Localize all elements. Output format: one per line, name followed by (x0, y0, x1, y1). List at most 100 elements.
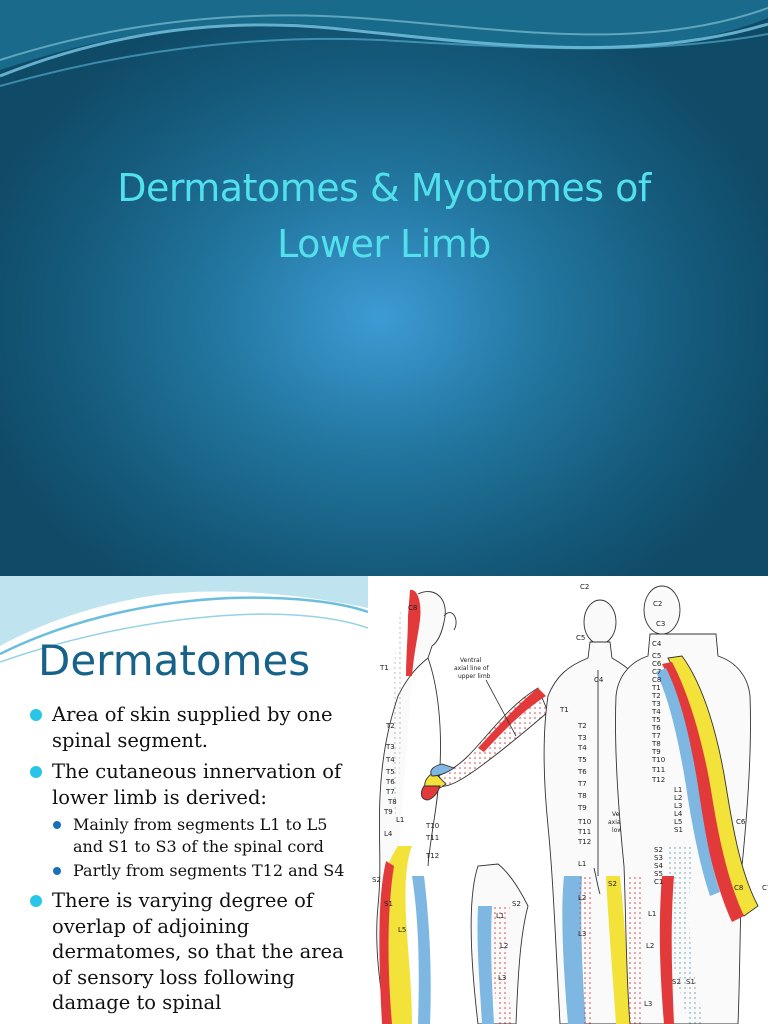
svg-text:L3: L3 (578, 930, 586, 938)
svg-text:C1: C1 (654, 878, 663, 886)
svg-text:T12: T12 (651, 776, 665, 784)
svg-text:T1: T1 (559, 706, 569, 714)
svg-text:T6: T6 (651, 724, 661, 732)
sub-bullet-list: Mainly from segments L1 to L5 and S1 to … (52, 814, 362, 882)
svg-text:T5: T5 (385, 768, 395, 776)
svg-text:T9: T9 (651, 748, 661, 756)
svg-text:T7: T7 (651, 732, 661, 740)
svg-text:S2: S2 (608, 880, 617, 888)
svg-text:T2: T2 (577, 722, 587, 730)
svg-text:L1: L1 (496, 912, 504, 920)
title-slide: Dermatomes & Myotomes of Lower Limb (0, 0, 768, 576)
svg-text:L2: L2 (578, 894, 586, 902)
right-figure (615, 585, 759, 1024)
content-slide: Dermatomes Area of skin supplied by one … (0, 576, 768, 1024)
svg-text:Ventral: Ventral (460, 657, 482, 664)
svg-text:T12: T12 (577, 838, 591, 846)
svg-text:C8: C8 (408, 604, 417, 612)
svg-text:S2: S2 (512, 900, 521, 908)
svg-text:T11: T11 (651, 766, 665, 774)
svg-text:S2: S2 (372, 876, 381, 884)
svg-text:L3: L3 (498, 974, 506, 982)
svg-text:T7: T7 (385, 788, 395, 796)
svg-text:C8: C8 (734, 884, 743, 892)
svg-text:C8: C8 (652, 676, 661, 684)
svg-text:T5: T5 (577, 756, 587, 764)
title-line-2: Lower Limb (277, 222, 491, 266)
svg-text:T4: T4 (385, 756, 395, 764)
bullet-text: Area of skin supplied by one spinal segm… (52, 703, 333, 752)
svg-text:T1: T1 (651, 684, 661, 692)
svg-text:L5: L5 (674, 818, 682, 826)
svg-text:C6: C6 (736, 818, 746, 826)
text-panel: Dermatomes Area of skin supplied by one … (0, 576, 368, 1024)
svg-text:L4: L4 (674, 810, 683, 818)
svg-text:S5: S5 (654, 870, 663, 878)
list-item: Mainly from segments L1 to L5 and S1 to … (52, 814, 362, 858)
bent-legs (470, 863, 529, 1024)
slide-title: Dermatomes & Myotomes of Lower Limb (40, 160, 728, 272)
svg-text:T10: T10 (425, 822, 439, 830)
svg-text:L2: L2 (674, 794, 682, 802)
svg-text:L4: L4 (384, 830, 393, 838)
svg-text:L1: L1 (648, 910, 656, 918)
svg-text:T9: T9 (383, 808, 393, 816)
svg-text:C2: C2 (580, 583, 589, 591)
list-item: The cutaneous innervation of lower limb … (28, 759, 362, 882)
svg-text:T5: T5 (651, 716, 661, 724)
svg-text:T11: T11 (577, 828, 591, 836)
arm (420, 687, 549, 801)
svg-text:L1: L1 (396, 816, 404, 824)
svg-text:T8: T8 (387, 798, 397, 806)
svg-text:T3: T3 (577, 734, 587, 742)
svg-text:T2: T2 (385, 722, 395, 730)
sub-bullet-icon (53, 821, 61, 829)
svg-text:S1: S1 (384, 900, 393, 908)
bullet-icon (30, 895, 42, 907)
svg-text:L3: L3 (644, 1000, 652, 1008)
svg-text:upper limb: upper limb (458, 673, 491, 680)
svg-text:S1: S1 (674, 826, 683, 834)
sub-bullet-text: Partly from segments T12 and S4 (73, 861, 345, 880)
svg-text:axial line of: axial line of (454, 665, 490, 672)
svg-text:T10: T10 (651, 756, 665, 764)
svg-text:S2: S2 (672, 978, 681, 986)
svg-text:T3: T3 (385, 743, 395, 751)
svg-text:S1: S1 (686, 978, 695, 986)
list-item: Area of skin supplied by one spinal segm… (28, 702, 362, 753)
svg-text:T4: T4 (651, 708, 661, 716)
svg-text:L1: L1 (578, 860, 586, 868)
svg-text:T6: T6 (385, 778, 395, 786)
svg-text:L5: L5 (398, 926, 406, 934)
svg-text:L3: L3 (674, 802, 682, 810)
svg-text:C5: C5 (652, 652, 661, 660)
svg-text:C5: C5 (576, 634, 585, 642)
svg-text:T9: T9 (577, 804, 587, 812)
svg-text:T6: T6 (577, 768, 587, 776)
svg-text:T11: T11 (425, 834, 439, 842)
svg-text:T8: T8 (651, 740, 661, 748)
svg-text:C6: C6 (652, 660, 662, 668)
svg-text:C4: C4 (652, 640, 662, 648)
bullet-icon (30, 766, 42, 778)
svg-text:L2: L2 (500, 942, 508, 950)
svg-text:S2: S2 (654, 846, 663, 854)
annotation-upper: Ventral axial line of upper limb (454, 657, 517, 737)
svg-text:T1: T1 (379, 664, 389, 672)
svg-text:T3: T3 (651, 700, 661, 708)
svg-text:T7: T7 (577, 780, 587, 788)
svg-text:L2: L2 (646, 942, 654, 950)
svg-text:C3: C3 (656, 620, 665, 628)
decorative-wave (0, 576, 368, 663)
svg-text:T12: T12 (425, 852, 439, 860)
svg-text:T2: T2 (651, 692, 661, 700)
slide-heading: Dermatomes (38, 636, 311, 685)
title-line-1: Dermatomes & Myotomes of (117, 166, 651, 210)
sub-bullet-text: Mainly from segments L1 to L5 and S1 to … (73, 815, 328, 856)
list-item: There is varying degree of overlap of ad… (28, 888, 362, 1016)
svg-text:C7: C7 (652, 668, 661, 676)
